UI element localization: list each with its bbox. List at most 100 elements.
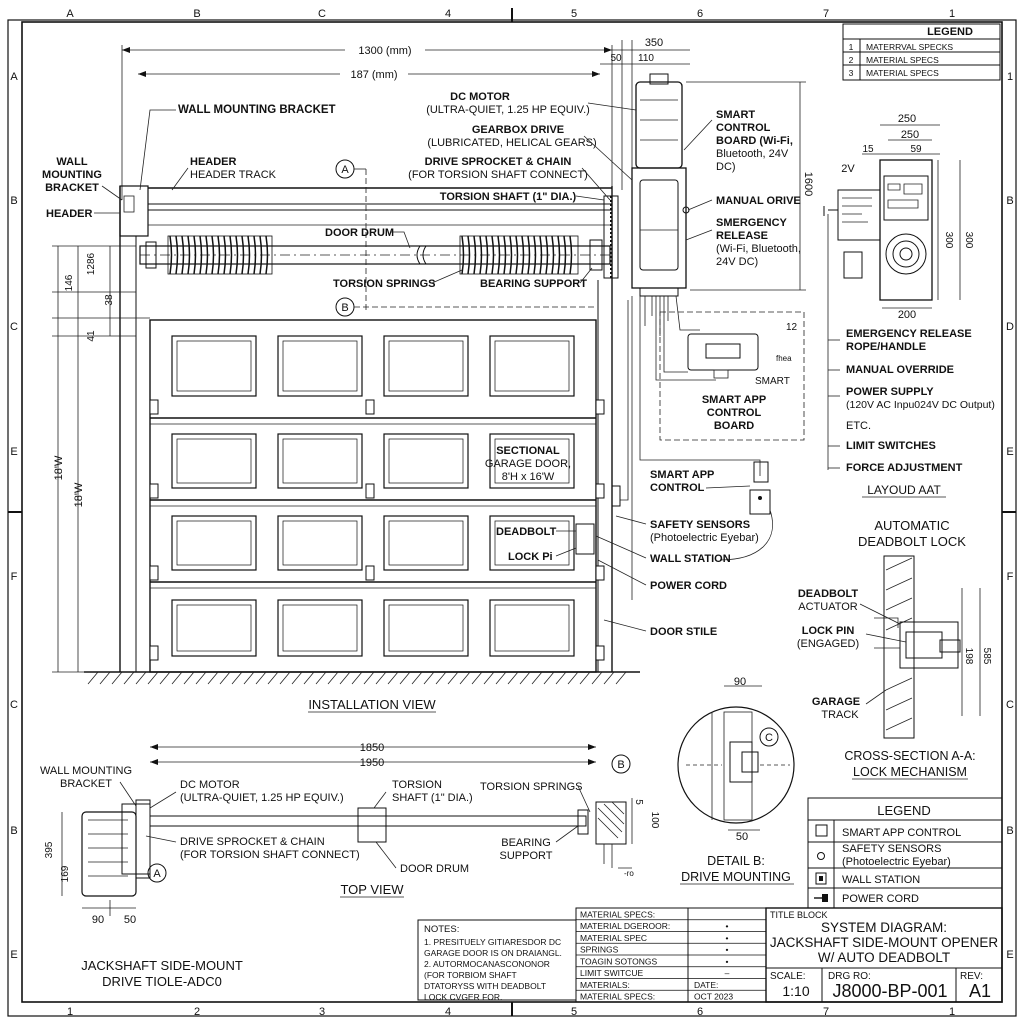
svg-text:A: A [10, 71, 18, 83]
svg-text:395: 395 [44, 841, 55, 858]
svg-text:2V: 2V [841, 163, 855, 175]
svg-text:1: 1 [67, 1006, 73, 1018]
svg-text:B: B [193, 8, 200, 20]
label-sprocket: DRIVE SPROCKET & CHAIN [425, 156, 572, 168]
svg-text:(Photoelectric Eyebar): (Photoelectric Eyebar) [842, 856, 951, 868]
dim-inner: 187 (mm) [350, 69, 397, 81]
door-panel-inset [388, 520, 464, 566]
label-gearbox: GEARBOX DRIVE [472, 124, 564, 136]
svg-text:250: 250 [898, 113, 916, 125]
label-power-cord: POWER CORD [650, 580, 727, 592]
label-torsion-shaft: TORSION SHAFT (1" DIA.) [440, 191, 577, 203]
svg-text:4: 4 [445, 8, 451, 20]
svg-text:6: 6 [697, 8, 703, 20]
svg-text:DEADBOLT: DEADBOLT [798, 588, 859, 600]
door-panel-inset [388, 438, 464, 484]
layout-aat-title: LAYOUD AAT [867, 483, 941, 497]
legend-top: LEGEND 1 MATERRVAL SPECKS 2 MATERIAL SPE… [842, 23, 1001, 81]
svg-text:TRACK: TRACK [821, 709, 859, 721]
material-row-label: MATERIAL DGEROOR: [580, 921, 670, 931]
top-door-drum [357, 807, 387, 843]
legend-top-title: LEGEND [927, 26, 973, 38]
deadbolt-section: AUTOMATIC DEADBOLT LOCK 198 585 DEADBOLT… [797, 518, 992, 780]
svg-text:BRACKET: BRACKET [60, 778, 112, 790]
svg-text:CONTROL: CONTROL [716, 122, 771, 134]
smart-app-board [687, 333, 759, 371]
svg-text:3: 3 [849, 68, 854, 78]
door-panel [383, 599, 469, 657]
door-panel-inset [176, 520, 252, 566]
wall-station-box [749, 489, 771, 515]
svg-text:200: 200 [898, 309, 916, 321]
svg-text:A: A [153, 868, 161, 880]
material-row-label: SPRINGS [580, 945, 619, 955]
svg-text:C: C [10, 321, 18, 333]
svg-text:5: 5 [571, 1006, 577, 1018]
svg-text:1286: 1286 [86, 252, 97, 275]
svg-text:C: C [1006, 699, 1014, 711]
door-panel [171, 433, 257, 489]
svg-text:CONTROL: CONTROL [707, 407, 762, 419]
title-line-3: W/ AUTO DEADBOLT [818, 950, 950, 965]
door-panel-inset [494, 604, 570, 652]
material-row-mark: • [726, 956, 729, 966]
title-line-2: JACKSHAFT SIDE-MOUNT OPENER [770, 935, 999, 950]
svg-text:DRIVE TIOLE-ADC0: DRIVE TIOLE-ADC0 [102, 974, 222, 989]
svg-text:LOCK PIN: LOCK PIN [802, 625, 855, 637]
legend-station-icon [815, 872, 827, 885]
svg-text:1: 1 [1007, 71, 1013, 83]
callout-b: B [341, 302, 348, 314]
top-bearing-support [595, 801, 627, 845]
installation-view-title: INSTALLATION VIEW [308, 697, 436, 712]
door-panel [489, 335, 575, 397]
svg-text:DC MOTOR: DC MOTOR [180, 779, 240, 791]
svg-text:24V DC): 24V DC) [716, 256, 758, 268]
svg-text:WALL STATION: WALL STATION [842, 874, 920, 886]
svg-text:DOOR DRUM: DOOR DRUM [400, 863, 469, 875]
svg-text:300: 300 [943, 232, 954, 249]
material-row-label: MATERIAL SPEC [580, 933, 647, 943]
door-panel [383, 335, 469, 397]
svg-text:DEADBOLT LOCK: DEADBOLT LOCK [858, 534, 966, 549]
svg-text:LIMIT SWITCHES: LIMIT SWITCHES [846, 440, 936, 452]
svg-text:HEADER TRACK: HEADER TRACK [190, 169, 277, 181]
door-panel-inset [494, 438, 570, 484]
bearing-support [589, 239, 603, 271]
svg-text:(Photoelectric Eyebar): (Photoelectric Eyebar) [650, 532, 759, 544]
label-wall-station: WALL STATION [650, 553, 731, 565]
door-panel-inset [176, 438, 252, 484]
svg-text:MANUAL OVERRIDE: MANUAL OVERRIDE [846, 364, 954, 376]
svg-text:59: 59 [910, 144, 922, 155]
svg-text:7: 7 [823, 8, 829, 20]
svg-text:GARAGE: GARAGE [812, 696, 860, 708]
material-table: MATERIAL SPECS:MATERIAL DGEROOR:•MATERIA… [575, 907, 767, 1003]
svg-text:BEARING: BEARING [501, 837, 551, 849]
label-wall-mounting-bracket: WALL MOUNTING BRACKET [178, 104, 336, 116]
top-view: 1850 1950 90 50 395 169 5 100 -ro WALL M… [40, 742, 660, 989]
svg-text:B: B [1006, 195, 1013, 207]
svg-text:E: E [10, 446, 17, 458]
material-row-label: LIMIT SWITCUE [580, 968, 643, 978]
label-bearing-support: BEARING SUPPORT [480, 278, 587, 290]
svg-text:300: 300 [963, 232, 974, 249]
svg-text:NOTES:: NOTES: [424, 924, 459, 935]
svg-text:fhea: fhea [776, 354, 792, 363]
door-panel [171, 515, 257, 571]
door-panel-inset [282, 604, 358, 652]
svg-text:B: B [10, 195, 17, 207]
legend-bottom: LEGEND SMART APP CONTROL SAFETY SENSORS … [807, 797, 1003, 909]
door-panel [277, 515, 363, 571]
svg-text:DRIVE SPROCKET & CHAIN: DRIVE SPROCKET & CHAIN [180, 836, 325, 848]
material-row-mark: • [726, 933, 729, 943]
svg-text:C: C [10, 699, 18, 711]
svg-text:B: B [1006, 825, 1013, 837]
svg-text:15: 15 [862, 144, 874, 155]
smart-control-label: SMART CONTROL BOARD (Wi-Fi, Bluetooth, 2… [683, 109, 793, 173]
top-dc-motor [81, 811, 137, 897]
legend-square-icon [815, 824, 828, 837]
svg-text:90: 90 [734, 676, 746, 688]
svg-text:TORSION SPRINGS: TORSION SPRINGS [480, 781, 582, 793]
svg-text:REV:: REV: [960, 971, 983, 982]
svg-text:SAFETY SENSORS: SAFETY SENSORS [842, 843, 941, 855]
svg-text:18'W: 18'W [53, 455, 65, 480]
